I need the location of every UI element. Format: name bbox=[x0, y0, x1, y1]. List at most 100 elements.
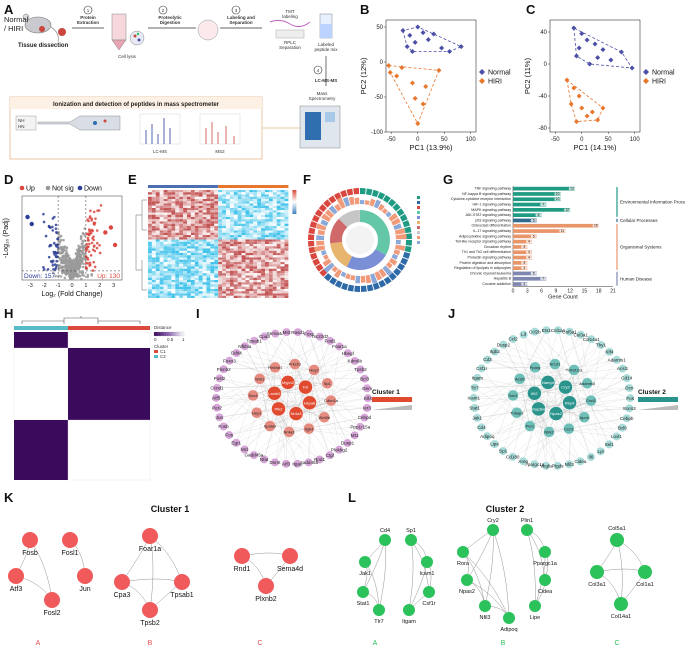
heatmap-cell bbox=[202, 291, 207, 294]
heatmap-cell bbox=[214, 203, 219, 206]
heatmap-cell bbox=[175, 223, 180, 226]
ppi-i-node-label: Cebpd bbox=[358, 415, 372, 420]
heatmap-cell bbox=[245, 192, 250, 195]
sub-l-edge bbox=[462, 551, 510, 619]
heatmap-cell bbox=[237, 295, 242, 298]
heatmap-cell bbox=[245, 205, 250, 208]
circos-center bbox=[346, 226, 374, 254]
ppi-j-edge bbox=[494, 395, 514, 445]
tissue-label: Tissue dissection bbox=[18, 43, 69, 49]
heatmap-cell bbox=[229, 212, 234, 215]
heatmap-cell bbox=[249, 194, 254, 197]
heatmap-cell bbox=[179, 255, 184, 258]
heatmap-cell bbox=[163, 194, 168, 197]
ppi-i-node bbox=[224, 356, 234, 366]
ppi-j-node-label: Adamts1 bbox=[608, 357, 627, 362]
heatmap-cell bbox=[159, 190, 164, 193]
ppi-i-node-label: Itgb4 bbox=[304, 426, 314, 431]
sub-l-node-label: Col3a1 bbox=[588, 582, 605, 588]
heatmap-cell bbox=[245, 257, 250, 260]
heatmap-cell bbox=[257, 196, 262, 199]
heatmap-cell bbox=[253, 241, 258, 244]
ppi-i-edge bbox=[327, 369, 361, 384]
pca-b-point-hiri bbox=[412, 95, 418, 101]
heatmap-cell bbox=[257, 264, 262, 267]
heatmap-cell bbox=[151, 259, 156, 262]
volcano-point-notsig bbox=[57, 233, 60, 236]
circos-outer-segment bbox=[354, 285, 360, 292]
heatmap-cell bbox=[214, 241, 219, 244]
kegg-bar-value: 3 bbox=[523, 282, 525, 286]
volcano-point-up bbox=[89, 254, 93, 257]
heatmap-cell bbox=[175, 214, 180, 217]
ppi-j-node-label: Tnfaip3 bbox=[510, 410, 524, 415]
heatmap-cell bbox=[241, 273, 246, 276]
ppi-j-node bbox=[553, 461, 563, 471]
ppi-j-edge bbox=[503, 344, 556, 365]
ppi-i-node bbox=[360, 374, 369, 384]
heatmap-cell bbox=[265, 221, 269, 224]
heatmap-cell bbox=[268, 293, 273, 296]
heatmap-cell bbox=[272, 235, 277, 238]
heatmap-cell bbox=[198, 228, 203, 231]
heatmap-cell bbox=[257, 246, 262, 249]
ppi-j-node-label: Tnfrsf11a bbox=[566, 368, 583, 373]
heatmap-cell bbox=[265, 284, 269, 287]
volcano-point-notsig bbox=[81, 232, 85, 235]
ppi-i-node bbox=[356, 365, 365, 374]
ppi-j-node bbox=[519, 330, 529, 340]
volcano-point-up bbox=[86, 236, 90, 240]
heatmap-cell bbox=[265, 266, 269, 269]
heatmap-cell bbox=[222, 235, 226, 238]
heatmap-cell bbox=[257, 248, 262, 251]
heatmap-cell bbox=[148, 262, 152, 265]
heatmap-cell bbox=[268, 196, 273, 199]
ppi-j-node-label: Col5a1 bbox=[562, 329, 577, 334]
ppi-j-node-label: Cxcl1 bbox=[586, 398, 597, 403]
ppi-j-node bbox=[477, 363, 487, 373]
ppi-i-node-label: Gadd45a bbox=[244, 453, 263, 458]
ppi-j-node bbox=[508, 334, 518, 344]
ppi-i-node bbox=[224, 430, 234, 440]
sub-l-node-label: Lipe bbox=[530, 615, 540, 621]
heatmap-cell bbox=[198, 277, 203, 280]
heatmap-cell bbox=[280, 280, 285, 283]
heatmap-cell bbox=[253, 264, 258, 267]
heatmap-cell bbox=[175, 190, 180, 193]
heatmap-cell bbox=[280, 273, 285, 276]
heatmap-cell bbox=[155, 289, 160, 292]
heatmap-cell bbox=[237, 221, 242, 224]
heatmap-cell bbox=[280, 221, 285, 224]
heatmap-cell bbox=[229, 190, 234, 193]
heatmap-cell bbox=[280, 293, 285, 296]
heatmap-cell bbox=[284, 217, 289, 220]
sub-l-node bbox=[405, 534, 417, 546]
heatmap-cell bbox=[226, 221, 230, 224]
heatmap-cell bbox=[284, 271, 289, 274]
heatmap-cell bbox=[179, 212, 184, 215]
heatmap-cell bbox=[257, 286, 262, 289]
heatmap-cell bbox=[222, 268, 226, 271]
heatmap-cell bbox=[268, 190, 273, 193]
volcano-point-up bbox=[92, 238, 96, 242]
heatmap-cell bbox=[268, 219, 273, 222]
heatmap-cell bbox=[237, 192, 242, 195]
heatmap-cell bbox=[268, 208, 273, 211]
heatmap-cell bbox=[206, 250, 211, 253]
circos-outer-segment bbox=[366, 284, 374, 292]
circos-outer-segment bbox=[372, 282, 380, 290]
heatmap-cell bbox=[249, 244, 254, 247]
heatmap-cell bbox=[268, 223, 273, 226]
heatmap-cell bbox=[187, 248, 191, 251]
circos-outer-segment bbox=[399, 214, 408, 222]
sub-l-node-label: Cry2 bbox=[487, 518, 499, 524]
heatmap-cell bbox=[233, 208, 238, 211]
heatmap-cell bbox=[202, 212, 207, 215]
ppi-j-edge bbox=[573, 369, 610, 445]
heatmap-cell bbox=[194, 205, 199, 208]
heatmap-cell bbox=[253, 226, 258, 229]
sub-k-edge bbox=[29, 539, 53, 601]
ppi-i-edge bbox=[295, 340, 331, 414]
heatmap-cell bbox=[237, 284, 242, 287]
